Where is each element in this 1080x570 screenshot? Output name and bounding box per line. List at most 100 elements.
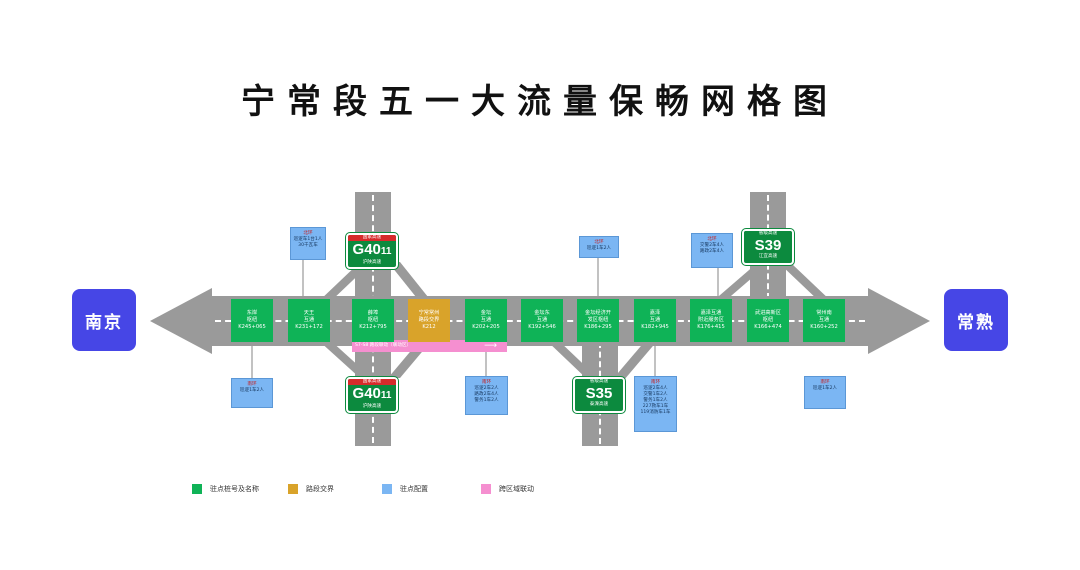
note-line: 119消防车1车 — [640, 410, 671, 415]
station-km: K192+546 — [528, 324, 556, 330]
shield-name: 沪陕高速 — [362, 404, 382, 409]
note-line: 227救车1车 — [642, 404, 669, 409]
note-line: 警务1车2人 — [643, 398, 668, 403]
note-line: 巡逻2车4人 — [643, 386, 668, 391]
station-km: K186+295 — [584, 324, 612, 330]
station-node[interactable]: 常州南 互通 K160+252 — [803, 299, 845, 342]
note-line: 30千瓦车 — [298, 243, 318, 248]
note-title: 南环 — [650, 380, 661, 385]
cross-region-band: S7-S8 路段联动（联动区） ⟶ — [352, 340, 507, 352]
city-left-label: 南京 — [85, 312, 123, 333]
station-node[interactable]: 武进高新区 枢纽 K166+474 — [747, 299, 789, 342]
city-right-label: 常熟 — [957, 312, 995, 333]
legend-swatch — [192, 484, 202, 494]
deployment-note[interactable]: 南环 巡逻1车2人 — [231, 378, 273, 408]
note-title: 南环 — [247, 382, 257, 387]
station-name: 嘉泽 互通 — [649, 310, 661, 323]
station-name: 金坛经济开 发区枢纽 — [585, 310, 611, 323]
deployment-note[interactable]: 北环 巡逻1车2人 — [579, 236, 619, 258]
g4011-shield-top: 国家高速 G4011 沪陕高速 — [345, 232, 399, 270]
station-km: K212+795 — [359, 324, 387, 330]
deployment-note[interactable]: 南环 巡逻2车2人 路政2车4人 警务1车2人 — [465, 376, 508, 415]
note-line: 巡逻车1台1人 — [293, 237, 323, 242]
shield-header: 国家高速 — [348, 235, 396, 241]
legend-swatch — [382, 484, 392, 494]
station-node[interactable]: 天王 互通 K231+172 — [288, 299, 330, 342]
right-arrowhead — [868, 288, 930, 354]
station-name: 天王 互通 — [303, 310, 315, 323]
station-km: K245+065 — [238, 324, 266, 330]
ramp-s39-left — [712, 264, 768, 302]
shield-header: 国家高速 — [348, 379, 396, 385]
station-name: 嘉泽互通 附近服务区 — [698, 310, 724, 323]
legend-label: 驻点桩号及名称 — [210, 485, 259, 493]
shield-header: 省级高速 — [575, 379, 623, 385]
station-name: 金坛东 互通 — [534, 310, 550, 323]
station-km: K231+172 — [295, 324, 323, 330]
shield-number: G4011 — [352, 241, 392, 258]
station-name: 金坛 互通 — [480, 310, 492, 323]
station-node[interactable]: 金坛经济开 发区枢纽 K186+295 — [577, 299, 619, 342]
note-line: 路政2车4人 — [474, 392, 499, 397]
legend-swatch — [481, 484, 491, 494]
note-line: 巡逻1车2人 — [239, 388, 265, 393]
note-line: 巡逻2车2人 — [474, 386, 499, 391]
ramp-s35-left — [546, 340, 600, 380]
city-left[interactable]: 南京 — [72, 289, 136, 351]
legend-label: 路段交界 — [306, 485, 334, 493]
page-title: 宁常段五一大流量保畅网格图 — [241, 82, 839, 122]
station-name: 东岸 枢纽 — [246, 310, 258, 323]
station-km: K182+945 — [641, 324, 669, 330]
station-km: K166+474 — [754, 324, 782, 330]
station-node[interactable]: 嘉泽互通 附近服务区 K176+415 — [690, 299, 732, 342]
shield-number: S39 — [754, 237, 782, 254]
ramp-g4011-lower-left — [318, 340, 372, 378]
deployment-note[interactable]: 北环 交警2车4人 路政2车4人 — [691, 233, 733, 268]
deployment-note[interactable]: 北环 巡逻车1台1人 30千瓦车 — [290, 227, 326, 260]
station-node[interactable]: 金坛东 互通 K192+546 — [521, 299, 563, 342]
left-arrowhead — [150, 288, 212, 354]
note-title: 南环 — [481, 380, 492, 385]
legend-station: 驻点桩号及名称 — [192, 484, 259, 494]
legend-swatch — [288, 484, 298, 494]
station-km: K176+415 — [697, 324, 725, 330]
note-title: 北环 — [303, 231, 313, 236]
ramp-g4011-upper-right — [388, 262, 432, 302]
shield-header: 省级高速 — [744, 231, 792, 237]
shield-number: S35 — [585, 385, 613, 402]
station-node[interactable]: 金坛 互通 K202+205 — [465, 299, 507, 342]
city-right[interactable]: 常熟 — [944, 289, 1008, 351]
note-title: 南环 — [820, 380, 830, 385]
note-title: 北环 — [594, 240, 604, 245]
deployment-note[interactable]: 南环 巡逻1车2人 — [804, 376, 846, 409]
station-km: K160+252 — [810, 324, 838, 330]
deployment-note[interactable]: 南环 巡逻2车4人 交警1车2人 警务1车2人 227救车1车 119消防车1车 — [634, 376, 677, 432]
arrow-right-icon: ⟶ — [484, 341, 497, 351]
station-node[interactable]: 嘉泽 互通 K182+945 — [634, 299, 676, 342]
note-line: 交警2车4人 — [699, 243, 725, 248]
boundary-node[interactable]: 宁常常州 路段交界 K212 — [408, 299, 450, 342]
note-line: 巡逻1车2人 — [812, 386, 838, 391]
shield-name: 泰溧高速 — [589, 402, 609, 407]
legend-label: 驻点配置 — [400, 485, 428, 493]
ramp-s39-right — [780, 264, 832, 302]
station-km: K212 — [422, 324, 436, 330]
shield-name: 江宜高速 — [758, 254, 778, 259]
legend-label: 跨区域联动 — [499, 485, 534, 493]
station-km: K202+205 — [472, 324, 500, 330]
ramp-g4011-upper-left — [318, 262, 372, 302]
note-line: 警务1车2人 — [474, 398, 499, 403]
note-title: 北环 — [707, 237, 717, 242]
cross-region-band-label: S7-S8 路段联动（联动区） — [355, 343, 412, 348]
station-node[interactable]: 东岸 枢纽 K245+065 — [231, 299, 273, 342]
g4011-shield-bottom: 国家高速 G4011 沪陕高速 — [345, 376, 399, 414]
note-line: 交警1车2人 — [643, 392, 668, 397]
legend-boundary: 路段交界 — [288, 484, 334, 494]
legend-deployment: 驻点配置 — [382, 484, 428, 494]
station-node[interactable]: 薛埠 枢纽 K212+795 — [352, 299, 394, 342]
note-line: 路政2车4人 — [699, 249, 725, 254]
station-name: 宁常常州 路段交界 — [418, 310, 440, 323]
station-name: 薛埠 枢纽 — [367, 310, 379, 323]
note-line: 巡逻1车2人 — [586, 246, 612, 251]
